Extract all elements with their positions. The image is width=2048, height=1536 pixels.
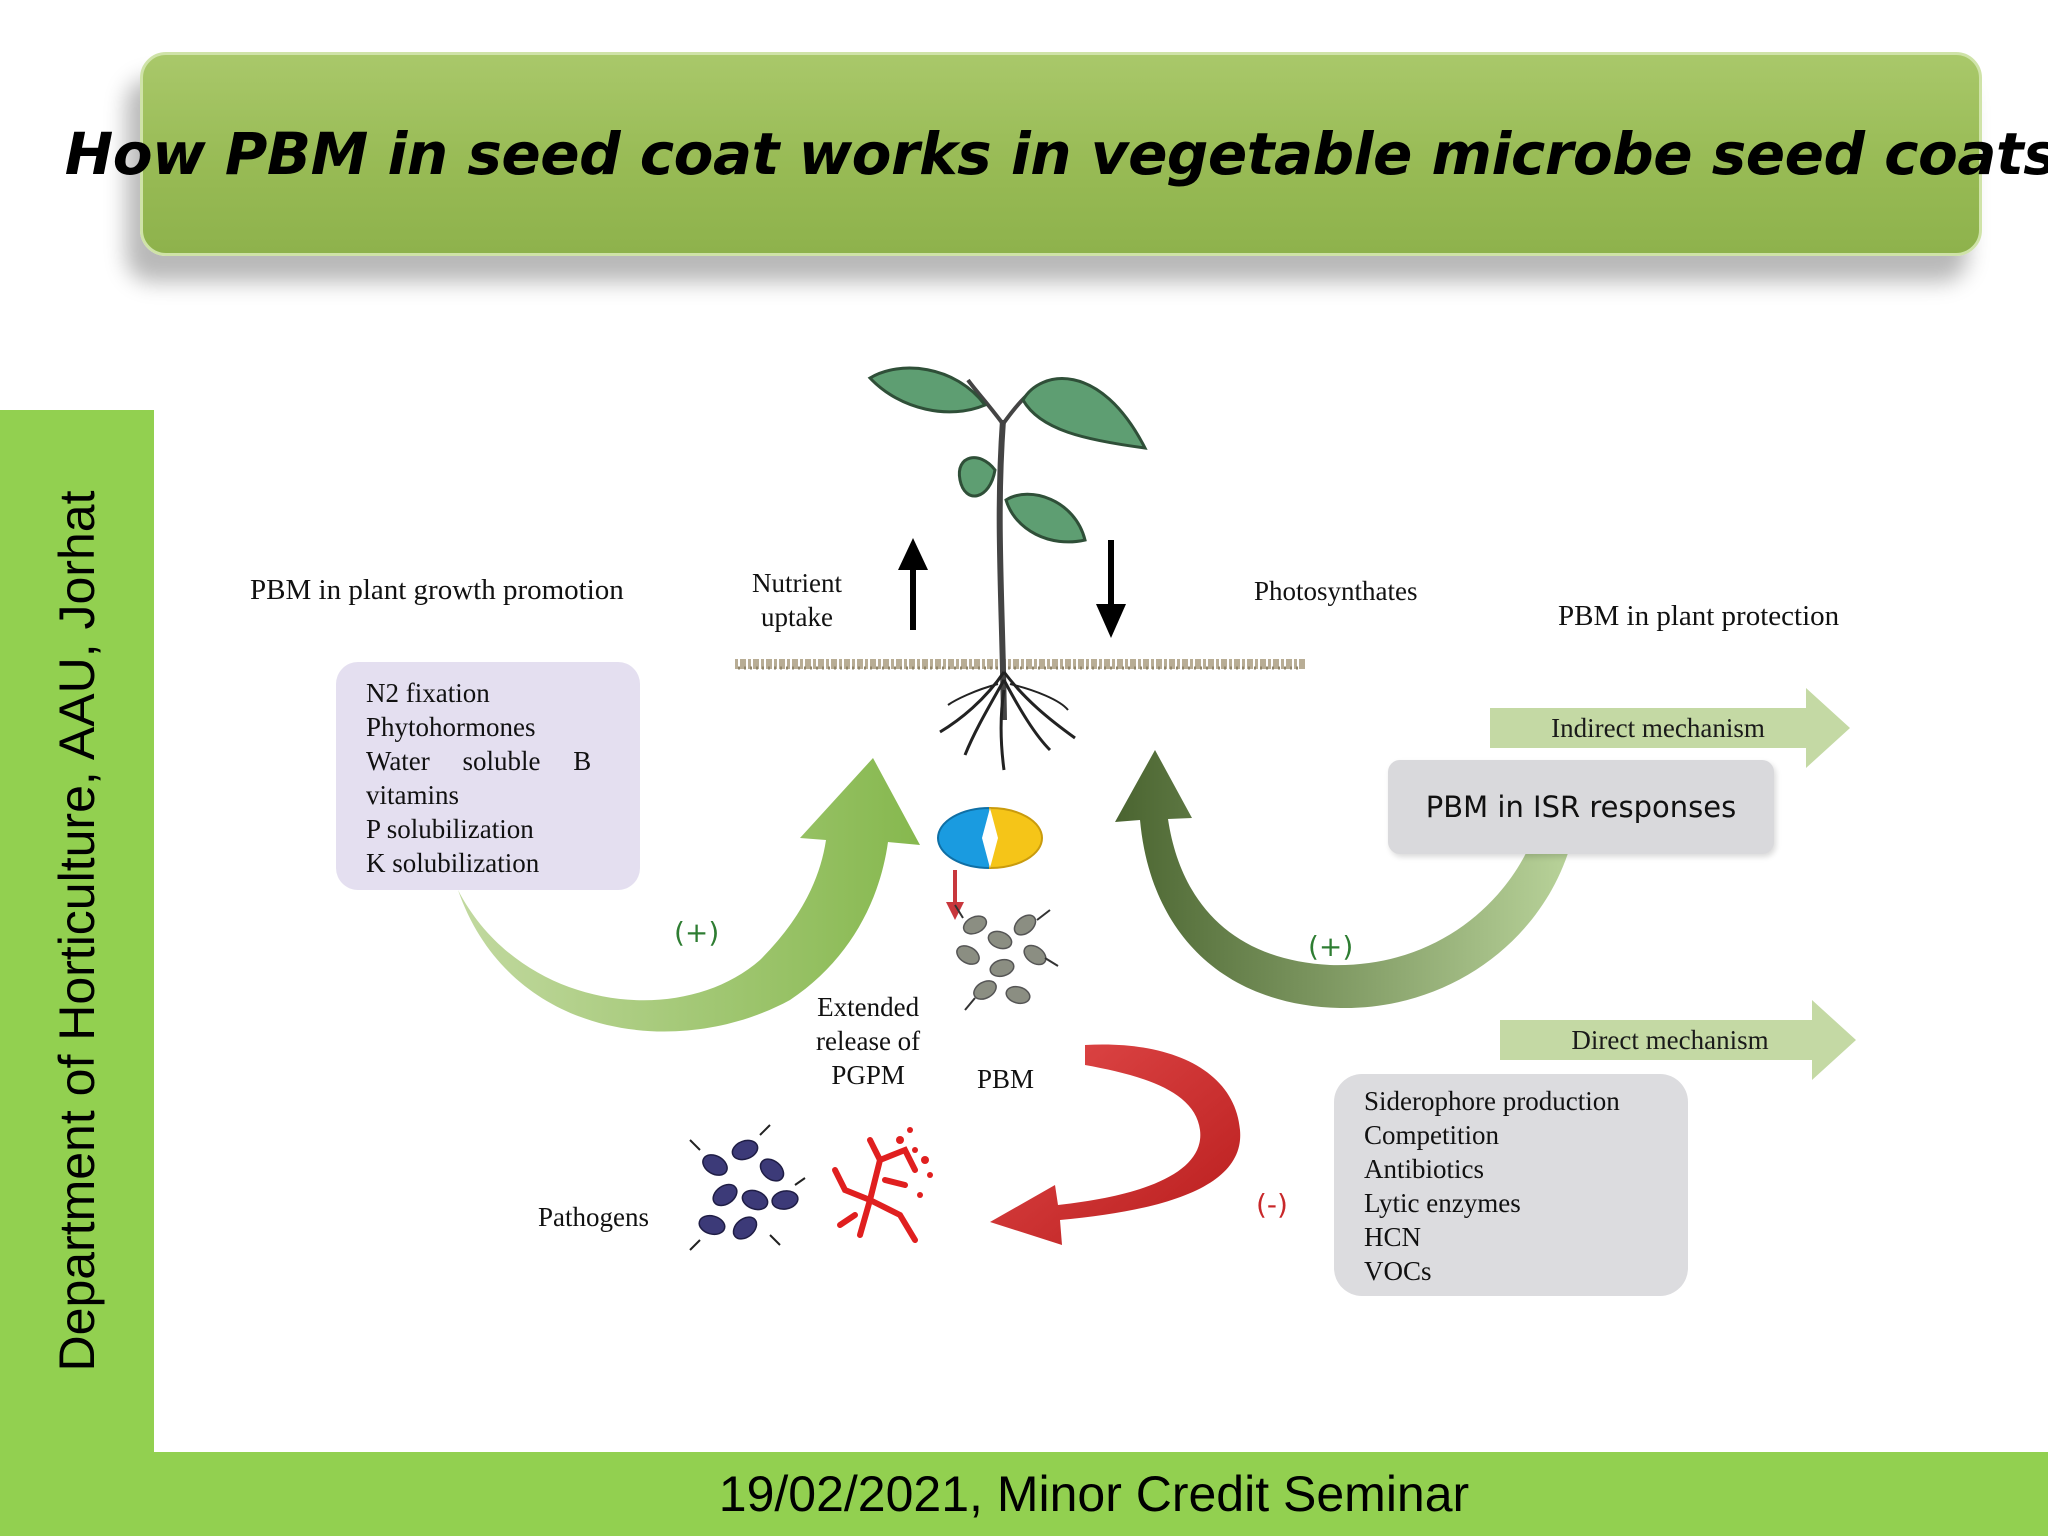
growth-promotion-arrow xyxy=(458,758,920,1032)
indirect-mechanism-arrow xyxy=(1490,688,1850,768)
growth-item: Phytohormones xyxy=(366,712,536,742)
title-banner: How PBM in seed coat works in vegetable … xyxy=(65,52,2048,256)
nutrient-uptake-label: Nutrient uptake xyxy=(752,566,842,634)
direct-item: VOCs xyxy=(1364,1256,1432,1286)
growth-mechanisms-box xyxy=(336,662,640,890)
growth-item: P solubilization xyxy=(366,814,534,844)
slide-title: How PBM in seed coat works in vegetable … xyxy=(64,120,2048,188)
growth-item: K solubilization xyxy=(366,848,540,878)
isr-responses-label: PBM in ISR responses xyxy=(1425,790,1737,824)
nutrient-uptake-line-1: Nutrient xyxy=(752,568,842,598)
growth-item: N2 fixation xyxy=(366,678,490,708)
positive-sign-left: (+) xyxy=(674,916,720,949)
extended-release-line-2: release of xyxy=(816,1026,921,1056)
pbm-microbes-icon xyxy=(954,904,1059,1011)
pathogen-bacteria-icon xyxy=(689,1124,806,1251)
pathogen-fungi-icon xyxy=(832,1137,918,1243)
direct-mechanisms-box xyxy=(1334,1074,1688,1296)
footer-label: 19/02/2021, Minor Credit Seminar xyxy=(718,1466,1470,1522)
plant-icon xyxy=(867,366,1148,771)
photosynthates-arrow xyxy=(1096,540,1126,638)
negative-sign: (-) xyxy=(1256,1188,1288,1221)
plant-protection-heading: PBM in plant protection xyxy=(1558,600,1840,632)
direct-item: Antibiotics xyxy=(1364,1154,1484,1184)
direct-item: HCN xyxy=(1364,1222,1422,1252)
extended-release-line-1: Extended xyxy=(817,992,920,1022)
direct-mechanism-label: Direct mechanism xyxy=(1571,1025,1769,1055)
growth-item: vitamins xyxy=(366,780,459,810)
direct-item: Siderophore production xyxy=(1364,1086,1620,1116)
direct-mechanism-arrow xyxy=(1500,1000,1856,1080)
nutrient-uptake-line-2: uptake xyxy=(761,602,833,632)
soil-line xyxy=(735,659,1305,670)
growth-promotion-heading: PBM in plant growth promotion xyxy=(250,574,624,606)
direct-items-list: Siderophore production Competition Antib… xyxy=(1364,1084,1620,1288)
growth-items-list: N2 fixation Phytohormones Water soluble … xyxy=(366,676,608,880)
extended-release-label: Extended release of PGPM xyxy=(816,990,920,1092)
fungi-spores-icon xyxy=(896,1127,933,1198)
pbm-label: PBM xyxy=(977,1064,1035,1094)
positive-sign-right: (+) xyxy=(1308,930,1354,963)
extended-release-line-3: PGPM xyxy=(831,1060,905,1090)
protection-arrow xyxy=(1115,750,1572,1009)
direct-item: Competition xyxy=(1364,1120,1499,1150)
pathogens-label: Pathogens xyxy=(538,1202,649,1232)
isr-responses-box: PBM in ISR responses xyxy=(1388,760,1774,854)
footer-bar: 19/02/2021, Minor Credit Seminar xyxy=(0,1452,2048,1536)
seed-capsule-icon xyxy=(937,806,1043,870)
growth-item: Water soluble B xyxy=(366,746,592,776)
release-arrow xyxy=(946,870,964,920)
negative-arrow xyxy=(990,1044,1241,1245)
department-label: Department of Horticulture, AAU, Jorhat xyxy=(49,490,105,1372)
nutrient-uptake-arrow xyxy=(898,538,928,630)
photosynthates-label: Photosynthates xyxy=(1254,576,1418,606)
direct-item: Lytic enzymes xyxy=(1364,1188,1521,1218)
indirect-mechanism-label: Indirect mechanism xyxy=(1551,713,1765,743)
side-bar: Department of Horticulture, AAU, Jorhat xyxy=(0,410,154,1452)
